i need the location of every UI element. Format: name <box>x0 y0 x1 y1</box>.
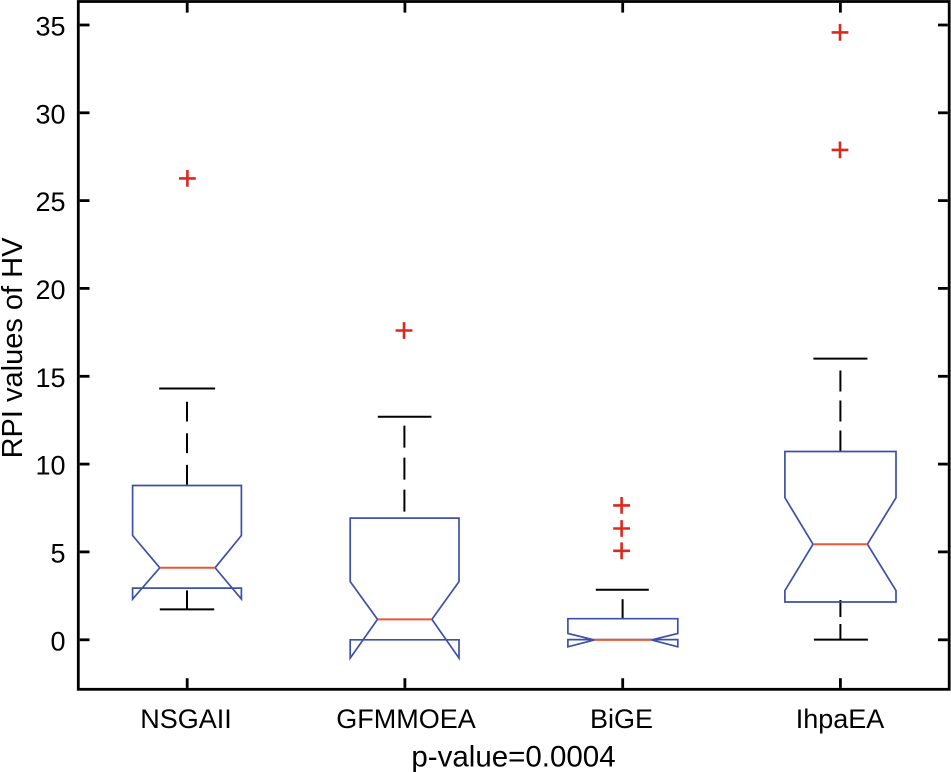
svg-text:p-value=0.0004: p-value=0.0004 <box>411 741 615 772</box>
svg-text:GFMMOEA: GFMMOEA <box>336 704 476 734</box>
svg-text:5: 5 <box>50 538 65 568</box>
svg-text:20: 20 <box>35 275 65 305</box>
svg-text:BiGE: BiGE <box>590 704 653 734</box>
svg-text:25: 25 <box>35 187 65 217</box>
svg-text:RPI values of HV: RPI values of HV <box>0 237 29 458</box>
svg-text:35: 35 <box>35 12 65 42</box>
svg-text:30: 30 <box>35 99 65 129</box>
svg-text:NSGAII: NSGAII <box>140 704 232 734</box>
svg-text:0: 0 <box>50 626 65 656</box>
svg-text:10: 10 <box>35 451 65 481</box>
svg-text:IhpaEA: IhpaEA <box>796 704 885 734</box>
svg-text:15: 15 <box>35 363 65 393</box>
